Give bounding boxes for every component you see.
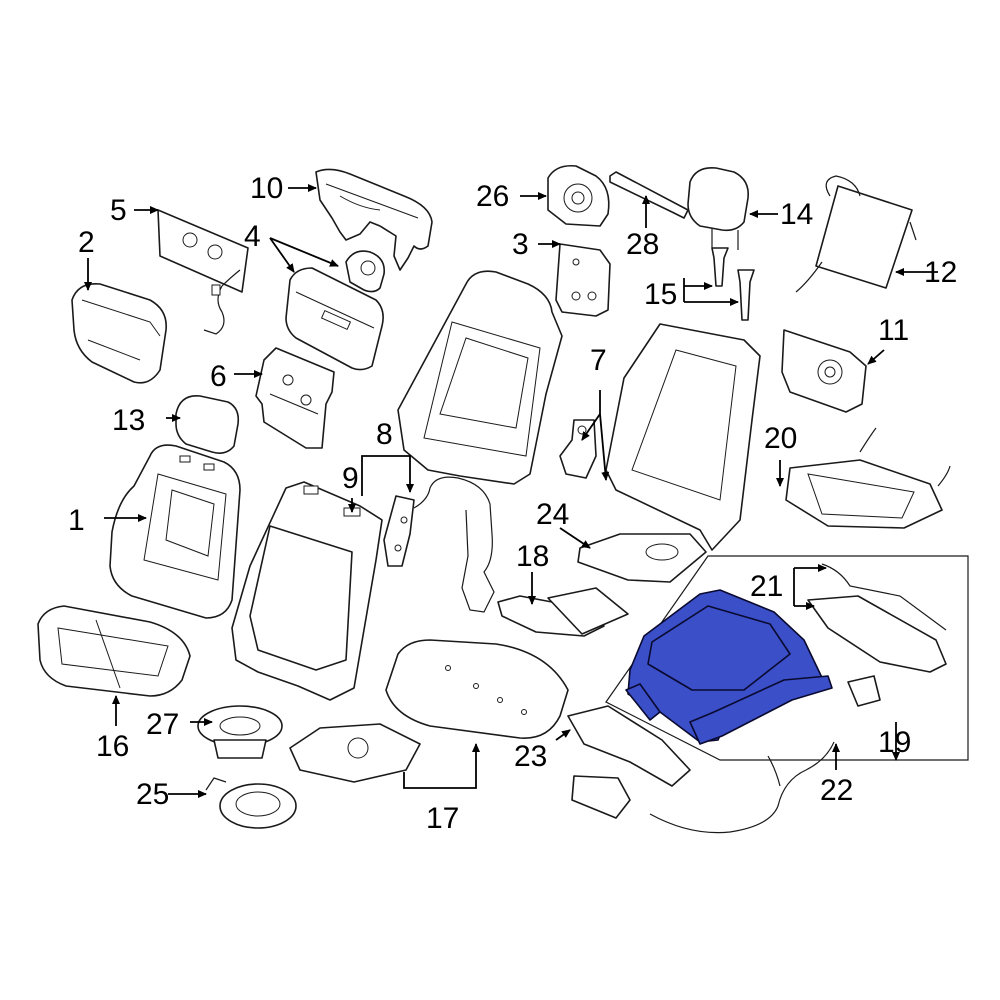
part-6-back-plate[interactable] <box>255 347 335 449</box>
callout-6: 6 <box>210 360 227 393</box>
callout-18: 18 <box>516 540 549 573</box>
part-20-cushion-frame[interactable] <box>785 427 951 529</box>
part-3-bracket-plate[interactable] <box>555 243 611 317</box>
callout-13: 13 <box>112 404 145 437</box>
callout-12: 12 <box>924 256 957 289</box>
part-16-seat-cushion[interactable] <box>37 605 191 697</box>
callout-19: 19 <box>878 726 911 759</box>
callout-9: 9 <box>342 462 359 495</box>
seat-track-frame <box>647 605 791 691</box>
callout-27: 27 <box>146 708 179 741</box>
part-17-plate[interactable] <box>289 723 421 783</box>
part-26-motor[interactable] <box>547 164 610 227</box>
callout-22: 22 <box>820 774 853 807</box>
callout-17: 17 <box>426 802 459 835</box>
callout-15: 15 <box>644 278 677 311</box>
part-21-switch[interactable] <box>847 675 881 707</box>
callout-16: 16 <box>96 730 129 763</box>
callout-28: 28 <box>626 228 659 261</box>
part-5-trim-panel[interactable] <box>157 209 249 335</box>
part-12-lumbar-panel[interactable] <box>795 175 917 293</box>
part-13-headrest[interactable] <box>175 395 240 454</box>
callout-20: 20 <box>764 422 797 455</box>
part-1-seat-back[interactable] <box>109 444 241 619</box>
part-27-speaker[interactable] <box>197 705 283 759</box>
leader-lines <box>84 184 938 798</box>
callout-11: 11 <box>878 314 909 347</box>
callout-14: 14 <box>780 198 813 231</box>
part-2-headrest-cover[interactable] <box>71 283 167 384</box>
part-28-rod[interactable] <box>609 171 689 219</box>
seat-track-rail <box>689 675 833 745</box>
callout-8: 8 <box>376 418 393 451</box>
seat-track-leg <box>625 683 661 721</box>
callout-labels: 1 2 3 4 5 6 7 8 9 10 11 12 13 14 15 16 1… <box>68 172 957 835</box>
part-21-track-motor[interactable] <box>807 563 947 673</box>
part-22-cable[interactable] <box>649 741 835 834</box>
part-8-harness-bracket[interactable] <box>383 476 495 613</box>
part-15-guides[interactable] <box>711 247 755 321</box>
part-11-lumbar-motor[interactable] <box>781 329 867 413</box>
part-3-back-pad[interactable] <box>397 270 563 485</box>
callout-21: 21 <box>750 570 783 603</box>
callout-23: 23 <box>514 740 547 773</box>
seat-back-frame-right[interactable] <box>605 323 761 551</box>
part-19-seat-track-highlighted[interactable] <box>625 589 833 745</box>
callout-2: 2 <box>78 226 95 259</box>
part-9-back-frame[interactable] <box>231 481 383 701</box>
group-box-19 <box>605 555 969 761</box>
part-23-motor-bracket[interactable] <box>567 705 691 819</box>
callout-24: 24 <box>536 498 569 531</box>
callout-26: 26 <box>476 180 509 213</box>
callout-10: 10 <box>250 172 283 205</box>
callout-1: 1 <box>68 504 85 537</box>
callout-4: 4 <box>244 220 261 253</box>
part-18-rail-trim[interactable] <box>497 587 629 637</box>
callout-3: 3 <box>512 228 529 261</box>
callout-7: 7 <box>590 344 607 377</box>
callout-5: 5 <box>110 194 127 227</box>
part-17-cushion-pad[interactable] <box>385 639 569 739</box>
part-14-headrest[interactable] <box>687 166 750 250</box>
part-24-pad[interactable] <box>577 533 707 583</box>
part-10-upper-bracket[interactable] <box>315 168 433 271</box>
part-25-ring[interactable] <box>205 777 297 829</box>
part-4-guide-panel[interactable] <box>285 250 386 371</box>
callout-25: 25 <box>136 778 169 811</box>
